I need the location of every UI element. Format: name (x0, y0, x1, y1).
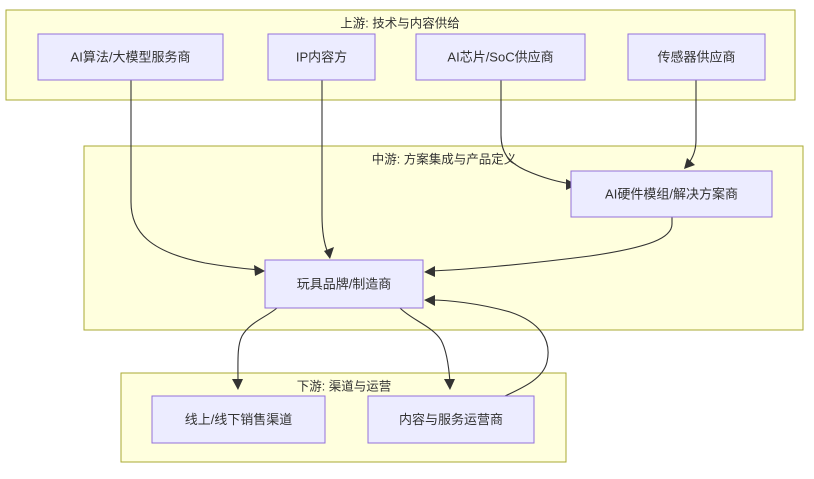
cluster-label-downstream: 下游: 渠道与运营 (297, 379, 391, 393)
node-box-hw-module[interactable] (570, 170, 773, 218)
arrow-head-icon (232, 379, 243, 390)
node-group: AI算法/大模型服务商 IP内容方 AI芯片/SoC供应商 传感器供应商 AI硬件模组/… (37, 33, 773, 444)
edge-line (399, 307, 451, 384)
edge-line (130, 80, 261, 271)
node-ai-chip[interactable]: AI芯片/SoC供应商 (415, 33, 586, 81)
node-label-ai-chip: AI芯片/SoC供应商 (447, 49, 553, 64)
edge-ai-algo-to-toy-brand (130, 80, 265, 276)
cluster-label-midstream: 中游: 方案集成与产品定义 (372, 151, 517, 166)
node-box-sensor[interactable] (627, 33, 766, 81)
edge-toy-brand-to-channel (232, 307, 278, 390)
node-label-ip-content: IP内容方 (296, 49, 347, 64)
edge-line (429, 299, 549, 397)
node-channel[interactable]: 线上/线下销售渠道 (151, 395, 326, 444)
edge-hw-module-to-toy-brand (424, 217, 673, 277)
node-sensor[interactable]: 传感器供应商 (627, 33, 766, 81)
node-label-sensor: 传感器供应商 (657, 49, 735, 64)
edge-sensor-to-hw-module (684, 80, 697, 169)
node-label-hw-module: AI硬件模组/解决方案商 (605, 186, 738, 201)
edge-group (130, 80, 697, 397)
arrow-head-icon (254, 265, 265, 276)
arrow-head-icon (324, 247, 334, 259)
arrow-head-icon (444, 379, 455, 390)
node-operator[interactable]: 内容与服务运营商 (367, 395, 535, 444)
node-label-ai-algo: AI算法/大模型服务商 (71, 49, 191, 64)
node-hw-module[interactable]: AI硬件模组/解决方案商 (570, 170, 773, 218)
node-ip-content[interactable]: IP内容方 (267, 33, 376, 81)
node-box-ai-algo[interactable] (37, 33, 224, 81)
arrow-head-icon (424, 295, 435, 306)
node-toy-brand[interactable]: 玩具品牌/制造商 (264, 259, 424, 309)
node-label-toy-brand: 玩具品牌/制造商 (297, 276, 392, 291)
node-box-toy-brand[interactable] (264, 259, 424, 309)
node-ai-algo[interactable]: AI算法/大模型服务商 (37, 33, 224, 81)
edge-ip-content-to-toy-brand (321, 80, 334, 259)
node-box-channel[interactable] (151, 395, 326, 444)
arrow-head-icon (424, 266, 435, 277)
node-box-operator[interactable] (367, 395, 535, 444)
node-label-operator: 内容与服务运营商 (399, 412, 503, 427)
cluster-label-upstream: 上游: 技术与内容供给 (340, 15, 459, 30)
edge-toy-brand-to-operator (399, 307, 455, 390)
arrow-head-icon (684, 158, 695, 169)
edge-line (500, 80, 572, 185)
node-label-channel: 线上/线下销售渠道 (185, 412, 293, 427)
edge-line (429, 217, 673, 272)
node-box-ip-content[interactable] (267, 33, 376, 81)
node-box-ai-chip[interactable] (415, 33, 586, 81)
edge-line (237, 307, 278, 384)
edge-operator-to-toy-brand (424, 295, 549, 397)
